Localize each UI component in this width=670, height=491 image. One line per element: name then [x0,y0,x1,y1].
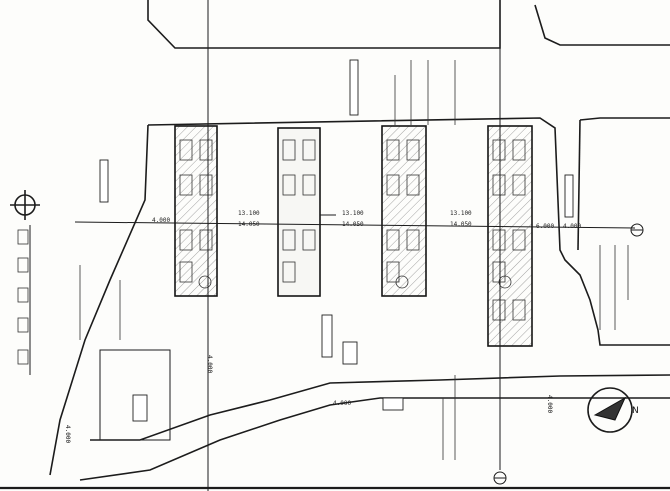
dimension-labels: 13.100 14.050 13.100 14.050 13.100 14.05… [64,210,581,443]
lower-road [79,341,670,481]
building-c [381,125,427,297]
small-structure-a [132,394,148,422]
dim-gap-bc-top: 13.100 [342,210,364,217]
building-a [174,125,218,297]
dim-road-right: 4.000 [546,395,553,413]
building-d [487,125,533,347]
dim-gap-ab-bottom: 14.050 [238,221,260,228]
dim-gap-cd-top: 13.100 [450,210,472,217]
dim-gap-ab-top: 13.100 [238,210,260,217]
small-structure-b [342,341,358,365]
dim-setback-left: 4.000 [152,217,170,224]
dim-gap-cd-bottom: 14.050 [450,221,472,228]
dim-road-left: 4.000 [64,425,71,443]
dim-road-bottom: 4.000 [206,355,213,373]
building-b [277,127,336,297]
north-arrow: N [587,387,639,433]
dim-setback-right-top: 6.000 [536,223,554,230]
north-arrow-label: N [632,406,639,416]
dim-setback-right-bottom: 4.000 [563,223,581,230]
title-block [10,190,40,375]
dim-road-lower: 4.000 [333,400,351,407]
grid-axes [74,0,644,491]
annotation-boxes [79,59,629,460]
dim-gap-bc-bottom: 14.050 [342,221,364,228]
